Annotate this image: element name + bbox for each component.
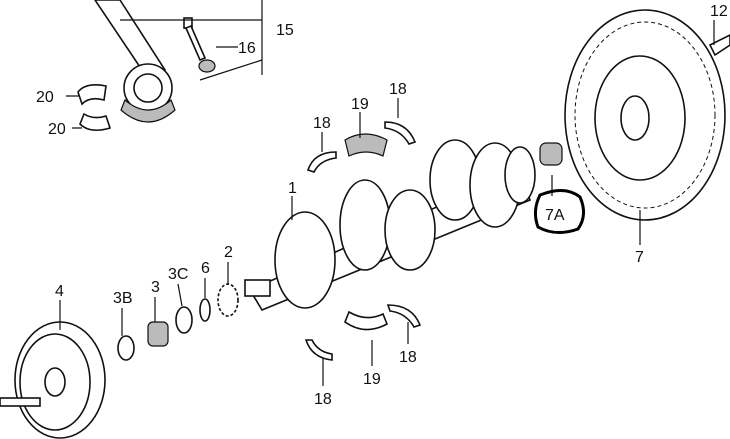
washer-6 (199, 298, 211, 322)
label-18: 18 (389, 81, 407, 98)
pilot-bearing (539, 142, 563, 166)
leader-lines (59, 0, 715, 386)
label-6: 6 (201, 260, 210, 277)
label-20: 20 (48, 121, 66, 138)
label-1: 1 (288, 180, 297, 197)
connecting-rod (94, 0, 176, 123)
label-7a: 7A (545, 207, 565, 224)
bolt-16 (183, 17, 216, 73)
label-20: 20 (36, 89, 54, 106)
label-18: 18 (313, 115, 331, 132)
crankshaft (244, 139, 536, 312)
bearing-shell (79, 112, 112, 132)
label-15: 15 (276, 22, 294, 39)
thrust-washer (384, 121, 417, 145)
pulley (0, 321, 106, 439)
key-3 (147, 321, 169, 347)
sprocket (217, 283, 239, 317)
label-3: 3 (151, 279, 160, 296)
label-3c: 3C (168, 266, 188, 283)
washer-3b (117, 335, 135, 361)
thrust-washer (306, 151, 337, 173)
seal-3c (175, 306, 193, 334)
flywheel (564, 9, 730, 221)
thrust-washer (304, 339, 333, 361)
label-19: 19 (363, 371, 381, 388)
label-12: 12 (710, 3, 728, 20)
main-bearing-shell (344, 133, 388, 157)
thrust-washer (386, 304, 422, 328)
label-2: 2 (224, 244, 233, 261)
bearing-shell (77, 84, 107, 106)
label-18: 18 (399, 349, 417, 366)
label-7: 7 (635, 249, 644, 266)
label-19: 19 (351, 96, 369, 113)
label-18: 18 (314, 391, 332, 408)
label-3b: 3B (113, 290, 133, 307)
main-bearing-shell (344, 310, 389, 331)
highlight-circle-7a (533, 189, 585, 234)
label-16: 16 (238, 40, 256, 57)
label-4: 4 (55, 283, 64, 300)
